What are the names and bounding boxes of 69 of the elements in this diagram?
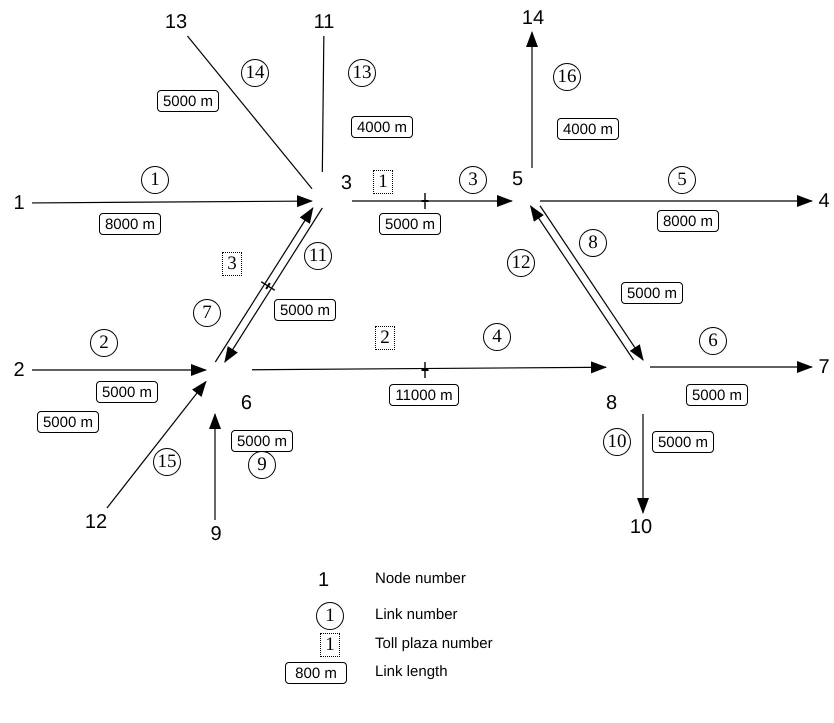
link-length: 5000 m bbox=[379, 213, 441, 235]
link-length: 4000 m bbox=[351, 116, 413, 138]
node-number: 4 bbox=[812, 187, 834, 215]
node-number: 3 bbox=[312, 172, 352, 208]
link-length: 8000 m bbox=[657, 210, 719, 232]
road-link-arrow bbox=[252, 361, 607, 374]
link-number: 10 bbox=[603, 428, 631, 456]
node-number: 2 bbox=[6, 356, 32, 384]
link-number: 8 bbox=[579, 229, 607, 257]
link-length: 5000 m bbox=[274, 299, 336, 321]
toll-plaza-number: 3 bbox=[222, 252, 242, 276]
road-link-arrow bbox=[650, 361, 813, 373]
node-number: 6 bbox=[206, 362, 252, 414]
link-number: 1 bbox=[316, 602, 344, 630]
node-number: 8 bbox=[606, 360, 650, 414]
link-length: 5000 m bbox=[96, 381, 158, 403]
node-number: 12 bbox=[82, 508, 110, 536]
link-length: 11000 m bbox=[389, 384, 459, 406]
node-number: 7 bbox=[812, 353, 834, 381]
link-length: 4000 m bbox=[557, 118, 619, 140]
link-number: 3 bbox=[459, 166, 487, 194]
link-length: 5000 m bbox=[686, 384, 748, 406]
link-length: 5000 m bbox=[652, 431, 714, 453]
link-number: 11 bbox=[304, 242, 332, 270]
node-number: 10 bbox=[626, 513, 656, 541]
link-number: 9 bbox=[248, 451, 276, 479]
toll-plaza-number: 2 bbox=[375, 326, 395, 350]
link-number: 1 bbox=[141, 166, 169, 194]
legend-text: Link number bbox=[375, 606, 458, 623]
road-link-arrow bbox=[106, 380, 207, 508]
node-number: 13 bbox=[162, 8, 190, 36]
node-number: 9 bbox=[203, 520, 229, 548]
node-number: 5 bbox=[512, 168, 540, 206]
toll-plaza-number: 1 bbox=[373, 170, 393, 194]
legend-text: Toll plaza number bbox=[375, 635, 493, 652]
road-link-arrow bbox=[637, 414, 649, 514]
link-number: 5 bbox=[668, 166, 696, 194]
road-link-arrow bbox=[209, 413, 221, 520]
link-number: 13 bbox=[348, 59, 376, 87]
road-link-arrow bbox=[530, 205, 634, 360]
link-length: 5000 m bbox=[621, 282, 683, 304]
link-number: 7 bbox=[193, 299, 221, 327]
link-number: 2 bbox=[90, 329, 118, 357]
link-length: 5000 m bbox=[37, 411, 99, 433]
node-number: 14 bbox=[519, 4, 547, 32]
road-link-arrow bbox=[224, 208, 323, 363]
road-link-arrow bbox=[32, 195, 313, 208]
road-link-arrow bbox=[32, 364, 207, 376]
node-number: 1 bbox=[6, 189, 32, 217]
legend-text: Node number bbox=[375, 570, 466, 587]
link-number: 12 bbox=[507, 249, 535, 277]
node-number: 1 bbox=[318, 569, 330, 591]
link-length: 5000 m bbox=[231, 430, 293, 452]
node-number: 11 bbox=[310, 8, 338, 36]
link-number: 4 bbox=[483, 323, 511, 351]
link-number: 14 bbox=[241, 59, 269, 87]
link-length: 8000 m bbox=[99, 213, 161, 235]
toll-plaza-number: 1 bbox=[320, 633, 340, 657]
road-link-arrow bbox=[352, 195, 513, 207]
link-number: 6 bbox=[699, 327, 727, 355]
link-number: 15 bbox=[153, 448, 181, 476]
link-length: 800 m bbox=[285, 662, 347, 684]
legend-text: Link length bbox=[375, 663, 448, 680]
road-link-arrow bbox=[540, 205, 644, 361]
road-link-arrow bbox=[540, 195, 813, 207]
link-number: 16 bbox=[553, 63, 581, 91]
road-link-arrow bbox=[526, 31, 538, 168]
road-link-arrow bbox=[214, 207, 314, 362]
link-length: 5000 m bbox=[157, 90, 219, 112]
